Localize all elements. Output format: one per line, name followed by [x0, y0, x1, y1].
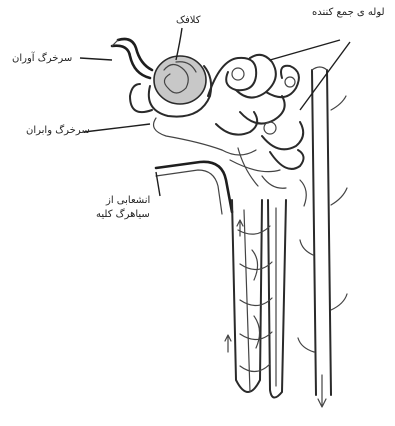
loop-of-henle [225, 200, 286, 398]
afferent-arteriole [112, 39, 152, 78]
label-glomerulus: کلافک [176, 14, 200, 27]
leader-afferent [80, 58, 112, 60]
leader-collecting-duct-a [270, 40, 340, 60]
renal-vein-branch [156, 162, 232, 214]
peritubular-capillaries [222, 148, 306, 206]
label-efferent-arteriole: سرخرگ وابران [26, 124, 90, 137]
leader-glomerulus [176, 28, 182, 60]
label-renal-vein-line1: انشعابی از [106, 194, 150, 207]
glomerulus [154, 56, 206, 104]
label-collecting-duct: لوله ی جمع کننده [312, 6, 385, 19]
label-leaders [80, 28, 350, 196]
leader-collecting-duct-b [300, 42, 350, 110]
label-afferent-arteriole: سرخرگ آوران [12, 52, 72, 65]
leader-efferent [84, 124, 150, 132]
label-renal-vein-line2: سیاهرگ کلیه [96, 208, 150, 221]
collecting-duct [298, 67, 347, 407]
convoluted-tubule [208, 55, 304, 169]
